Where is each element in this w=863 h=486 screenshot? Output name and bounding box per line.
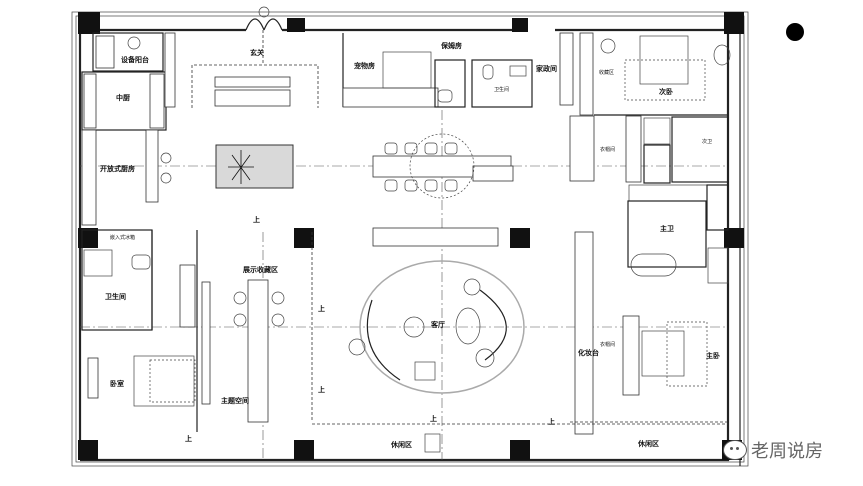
label-pet-room: 宠物房 (354, 61, 375, 70)
watermark-text: 老周说房 (751, 441, 823, 462)
label-master-bath: 主卫 (660, 224, 674, 233)
label-living-room: 客厅 (430, 320, 445, 329)
label-nanny-room: 保姆房 (440, 41, 462, 50)
wechat-icon (723, 440, 747, 460)
label-cloakroom-top: 衣帽间 (600, 146, 615, 153)
label-collection-area: 收藏区 (599, 69, 614, 76)
up-mark: 上 (318, 304, 325, 313)
up-mark: 上 (430, 414, 437, 423)
left-lower-rooms (81, 229, 728, 432)
tv-cabinet (372, 227, 499, 247)
label-vanity: 化妆台 (578, 348, 599, 357)
kitchen-walls (81, 32, 176, 226)
label-cloakroom-master: 衣帽间 (600, 341, 615, 348)
stair-marks: 上 上 上 上 上 上 (185, 215, 555, 443)
outer-frame (71, 11, 749, 467)
tea-island (215, 144, 294, 189)
up-mark: 上 (253, 215, 260, 224)
label-fridge: 嵌入式冰箱 (110, 234, 135, 241)
watermark: 老周说房 (723, 437, 823, 463)
label-bathroom-top: 卫生间 (494, 86, 509, 93)
side-table (424, 433, 441, 453)
label-housekeeping: 家政间 (536, 64, 557, 73)
label-equipment-balcony: 设备阳台 (121, 55, 149, 64)
right-rooms (569, 35, 731, 435)
up-mark: 上 (548, 417, 555, 426)
entry-cabinets (214, 76, 291, 107)
living-room-furniture (348, 260, 525, 394)
plant-icon (228, 150, 254, 184)
label-second-bath: 次卫 (702, 138, 712, 145)
top-rooms (342, 32, 594, 116)
label-bedroom: 卧室 (110, 379, 124, 388)
label-leisure-right: 休闲区 (637, 439, 659, 448)
label-theme-space: 主题空间 (221, 396, 249, 405)
label-bathroom-left: 卫生间 (105, 292, 126, 301)
up-mark: 上 (185, 434, 192, 443)
label-open-kitchen: 开放式厨房 (100, 164, 135, 173)
label-chinese-kitchen: 中厨 (116, 93, 130, 102)
label-second-bedroom: 次卧 (659, 87, 673, 96)
dining-table (372, 133, 514, 199)
label-leisure-left: 休闲区 (390, 440, 412, 449)
room-labels: 设备阳台 中厨 开放式厨房 玄关 宠物房 保姆房 卫生间 家政间 收藏区 次卧 … (100, 41, 720, 449)
label-master-bedroom: 主卧 (706, 351, 720, 360)
marker-dot (786, 23, 804, 41)
entrance-door (191, 6, 319, 108)
label-display-collection: 展示收藏区 (242, 265, 278, 274)
up-mark: 上 (318, 385, 325, 394)
label-entrance: 玄关 (250, 48, 264, 57)
